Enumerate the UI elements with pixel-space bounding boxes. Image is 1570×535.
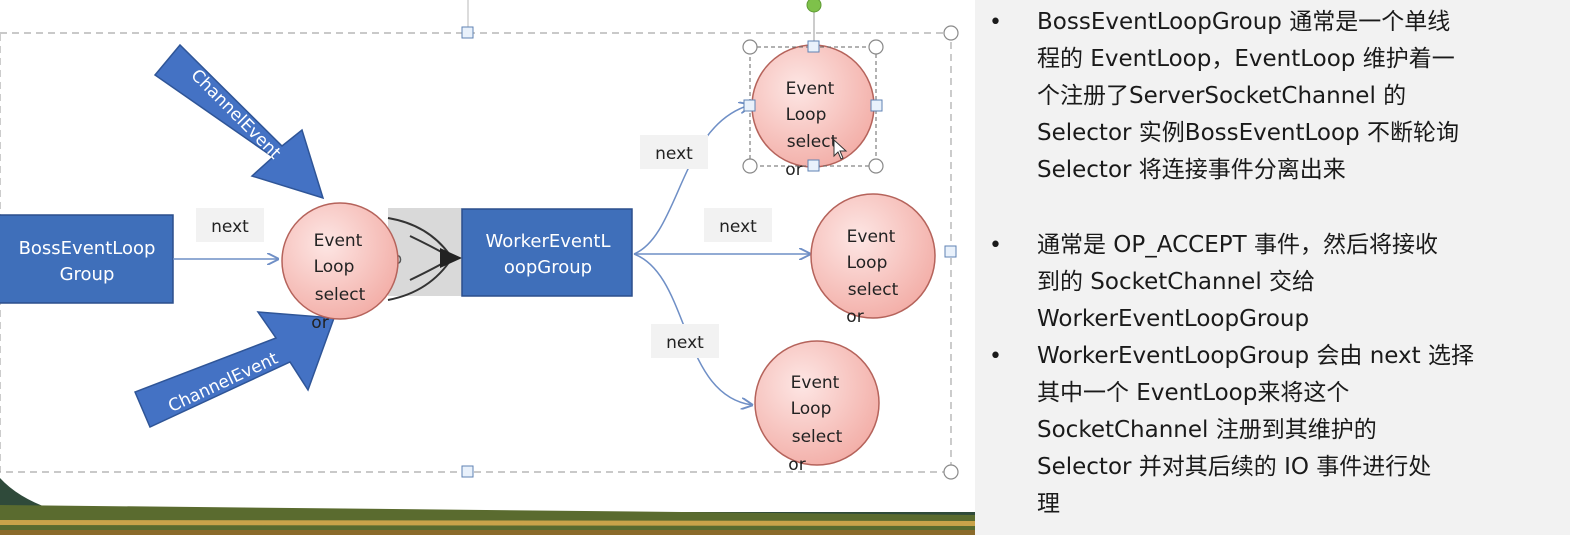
- event-loop-label: or: [785, 160, 802, 180]
- bullet-op-accept: 通常是 OP_ACCEPT 事件，然后将接收 到的 SocketChannel …: [981, 227, 1556, 338]
- boss-event-loop[interactable]: Event Loop select or: [281, 202, 399, 333]
- bullet-boss-group: BossEventLoopGroup 通常是一个单线 程的 EventLoop，…: [981, 4, 1556, 189]
- bullet-line: 通常是 OP_ACCEPT 事件，然后将接收: [1037, 232, 1438, 258]
- bullet-line: 程的 EventLoop，EventLoop 维护着一: [1037, 46, 1455, 72]
- next-label-1: next: [211, 217, 249, 237]
- next-label-box-2: [640, 135, 708, 169]
- boss-group-label-line2: Group: [60, 264, 115, 285]
- event-loop-diagram: ChannelEvent ChannelEvent BossEventLoop …: [0, 0, 975, 535]
- bullet-worker-group: WorkerEventLoopGroup 会由 next 选择 其中一个 Eve…: [981, 338, 1556, 523]
- boss-group-label-line1: BossEventLoop: [19, 238, 156, 259]
- event-loop-label: or: [788, 455, 805, 475]
- next-label-4: next: [666, 333, 704, 353]
- next-label-box-4: [651, 324, 719, 358]
- channel-event-arrow-bottom: ChannelEvent: [134, 311, 336, 429]
- next-label-3: next: [719, 217, 757, 237]
- worker-event-loop-bottom[interactable]: Event Loop select or: [754, 340, 880, 475]
- next-label-2: next: [655, 144, 693, 164]
- next-label-box-3: [704, 208, 772, 242]
- worker-event-loop-middle[interactable]: Event Loop select or: [810, 193, 936, 327]
- bullet-line: Selector 并对其后续的 IO 事件进行处: [1037, 454, 1432, 480]
- worker-to-loop-top-connector: [633, 105, 750, 255]
- mouse-cursor-icon: [833, 138, 848, 160]
- bullet-line: 个注册了ServerSocketChannel 的: [1037, 83, 1407, 109]
- bullet-line: 到的 SocketChannel 交给: [1037, 269, 1316, 295]
- rotation-handle[interactable]: [806, 0, 822, 47]
- event-loop-label: Event: [786, 79, 835, 99]
- bullet-line: 其中一个 EventLoop来将这个: [1037, 380, 1350, 406]
- slide-canvas: ChannelEvent ChannelEvent BossEventLoop …: [0, 0, 975, 535]
- worker-group-label-line2: oopGroup: [504, 257, 592, 278]
- event-loop-label: select: [315, 285, 366, 305]
- selection-frame[interactable]: [0, 0, 959, 480]
- notes-bullet-list: BossEventLoopGroup 通常是一个单线 程的 EventLoop，…: [981, 4, 1556, 523]
- next-label-box-1: [196, 208, 264, 242]
- bullet-line: BossEventLoopGroup 通常是一个单线: [1037, 9, 1451, 35]
- event-loop-label: Loop: [314, 257, 355, 277]
- event-loop-label: Loop: [847, 253, 888, 273]
- event-loop-label: select: [787, 132, 838, 152]
- event-loop-label: Event: [314, 231, 363, 251]
- event-loop-label: Loop: [786, 105, 827, 125]
- event-loop-label: or: [311, 313, 328, 333]
- event-loop-label: or: [846, 307, 863, 327]
- channel-event-arrow-top: ChannelEvent: [153, 43, 325, 200]
- event-loop-label: Event: [791, 373, 840, 393]
- event-loop-label: Loop: [791, 399, 832, 419]
- event-loop-label: select: [792, 427, 843, 447]
- worker-event-loop-group[interactable]: WorkerEventL oopGroup: [461, 208, 633, 297]
- boss-event-loop-group[interactable]: BossEventLoop Group: [0, 214, 174, 304]
- worker-group-label-line1: WorkerEventL: [485, 231, 610, 252]
- bullet-line: Selector 实例BossEventLoop 不断轮询: [1037, 120, 1459, 146]
- event-loop-label: select: [848, 280, 899, 300]
- bullet-line: WorkerEventLoopGroup 会由 next 选择: [1037, 343, 1474, 369]
- channel-event-label-top: ChannelEvent: [187, 65, 285, 163]
- notes-panel: BossEventLoopGroup 通常是一个单线 程的 EventLoop，…: [975, 0, 1570, 535]
- bullet-line: WorkerEventLoopGroup: [1037, 306, 1310, 332]
- event-loop-label: Event: [847, 227, 896, 247]
- bullet-line: Selector 将连接事件分离出来: [1037, 157, 1346, 183]
- bullet-line: SocketChannel 注册到其维护的: [1037, 417, 1377, 443]
- pipe-fragment: p: [387, 208, 462, 301]
- decorative-bottom-strip: [0, 478, 975, 535]
- worker-event-loop-top[interactable]: Event Loop select or: [742, 39, 884, 180]
- bullet-line: 理: [1037, 491, 1060, 517]
